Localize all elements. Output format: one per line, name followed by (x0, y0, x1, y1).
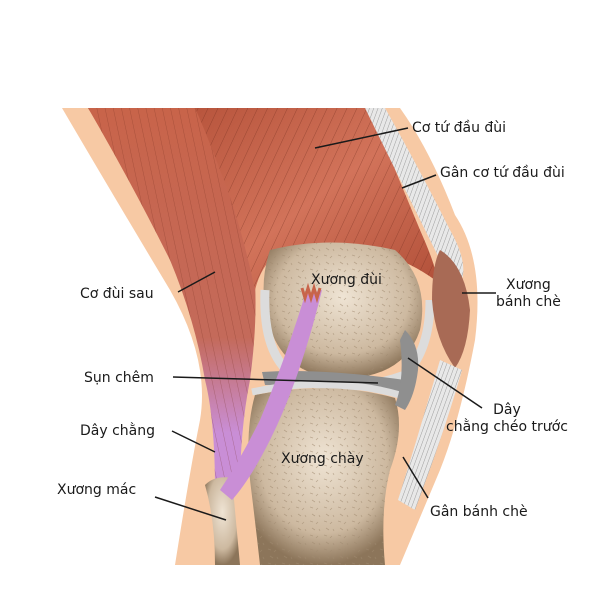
anterior-cruciate-ligament (395, 330, 419, 410)
patella-bone (432, 250, 470, 368)
hamstring-fibers (88, 108, 256, 490)
label-fibula: Xương mác (57, 482, 137, 498)
patellar-tendon-lines (398, 360, 462, 510)
label-patellar-tendon: Gân bánh chè (430, 504, 528, 520)
label-ligament: Dây chằng (80, 423, 156, 439)
label-quadriceps: Cơ tứ đầu đùi (412, 120, 507, 136)
label-acl: Dây chằng chéo trước (446, 402, 568, 436)
label-femur: Xương đùi (311, 272, 382, 288)
label-quadriceps-tendon: Gân cơ tứ đầu đùi (440, 165, 565, 181)
quadriceps-fibers (195, 108, 436, 290)
label-tibia: Xương chày (281, 451, 364, 467)
label-meniscus: Sụn chêm (84, 370, 154, 386)
ligament (220, 290, 322, 500)
tibia-cartilage (251, 380, 401, 399)
label-acl-line-2: chằng chéo trước (446, 419, 568, 435)
label-acl-line-1: Dây (493, 402, 521, 418)
label-patella: Xương bánh chè (496, 277, 561, 311)
quadriceps-tendon-lines (365, 108, 464, 285)
leader-lines (154, 127, 496, 521)
label-hamstring: Cơ đùi sau (80, 286, 154, 302)
label-patella-line-2: bánh chè (496, 294, 561, 310)
label-patella-line-1: Xương (506, 277, 551, 293)
